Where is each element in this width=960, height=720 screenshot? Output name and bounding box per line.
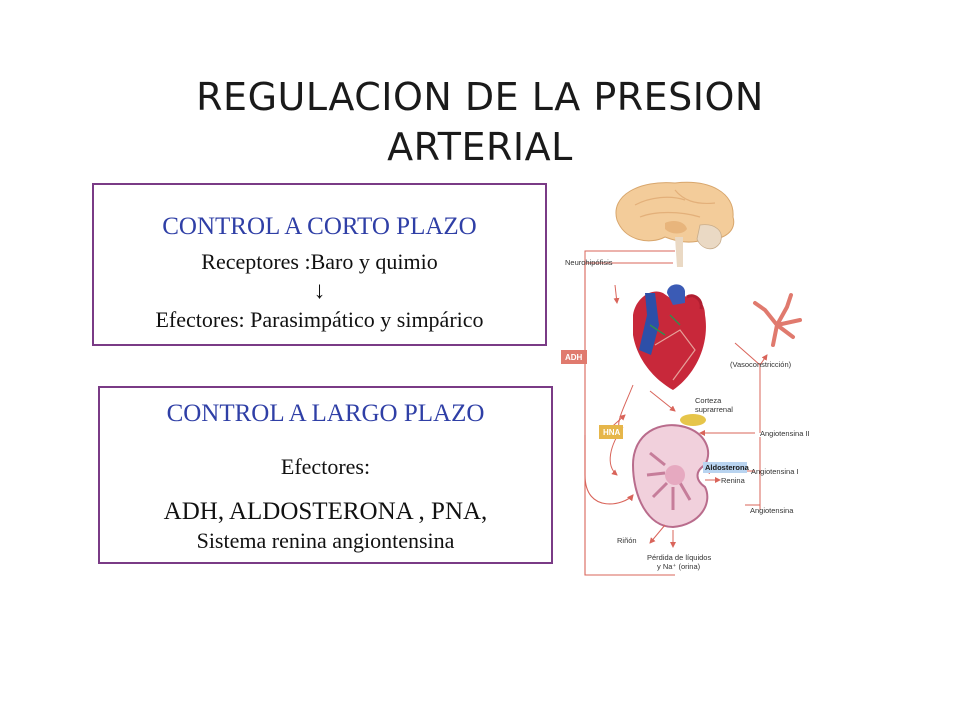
- label-adh: ADH: [565, 353, 583, 362]
- short-term-receptors: Receptores :Baro y quimio: [201, 249, 438, 274]
- label-suprarrenal: suprarrenal: [695, 405, 733, 414]
- short-term-heading: CONTROL A CORTO PLAZO: [162, 213, 477, 240]
- kidney-icon: [631, 424, 710, 529]
- label-vasoconstriccion: (Vasoconstricción): [730, 360, 792, 369]
- label-aldosterona: Aldosterona: [705, 463, 750, 472]
- hna-label-box: [599, 425, 623, 439]
- title-line-1: REGULACION DE LA PRESION: [196, 75, 764, 119]
- long-term-control-box: CONTROL A LARGO PLAZO Efectores: ADH, AL…: [98, 386, 553, 564]
- label-hna: HNA: [603, 428, 621, 437]
- label-perdida-2: y Na⁺ (orina): [657, 562, 701, 571]
- long-term-system: Sistema renina angiontensina: [196, 528, 455, 553]
- label-renina: Renina: [721, 476, 746, 485]
- label-angiotensina: Angiotensina: [750, 506, 794, 515]
- blood-vessel-icon: [753, 293, 802, 347]
- down-arrow-icon: ↓: [313, 278, 326, 304]
- short-term-effectors: Efectores: Parasimpático y simpárico: [155, 307, 484, 332]
- page-title: REGULACION DE LA PRESION ARTERIAL: [0, 72, 960, 172]
- blood-pressure-regulation-diagram: Neurohipófisis ADH (Vasoconstricción) Co…: [561, 181, 810, 576]
- label-angiotensina-ii: Angiotensina II: [760, 429, 810, 438]
- adrenal-gland-icon: [680, 414, 706, 426]
- title-line-2: ARTERIAL: [387, 125, 573, 169]
- long-term-effectors-label: Efectores:: [280, 454, 371, 479]
- short-term-control-box: CONTROL A CORTO PLAZO Receptores :Baro y…: [92, 183, 547, 346]
- long-term-heading: CONTROL A LARGO PLAZO: [166, 400, 485, 427]
- label-perdida-1: Pérdida de líquidos: [647, 553, 711, 562]
- heart-icon: [633, 284, 706, 390]
- label-angiotensina-i: Angiotensina I: [751, 467, 799, 476]
- label-rinon: Riñón: [617, 536, 637, 545]
- long-term-effectors-list: ADH, ALDOSTERONA , PNA,: [163, 498, 488, 525]
- brain-icon: [615, 181, 735, 267]
- label-corteza: Corteza: [695, 396, 722, 405]
- label-neurohipofisis: Neurohipófisis: [565, 258, 613, 267]
- adh-label-box: [561, 350, 587, 364]
- aldosterona-label-box: [703, 462, 747, 473]
